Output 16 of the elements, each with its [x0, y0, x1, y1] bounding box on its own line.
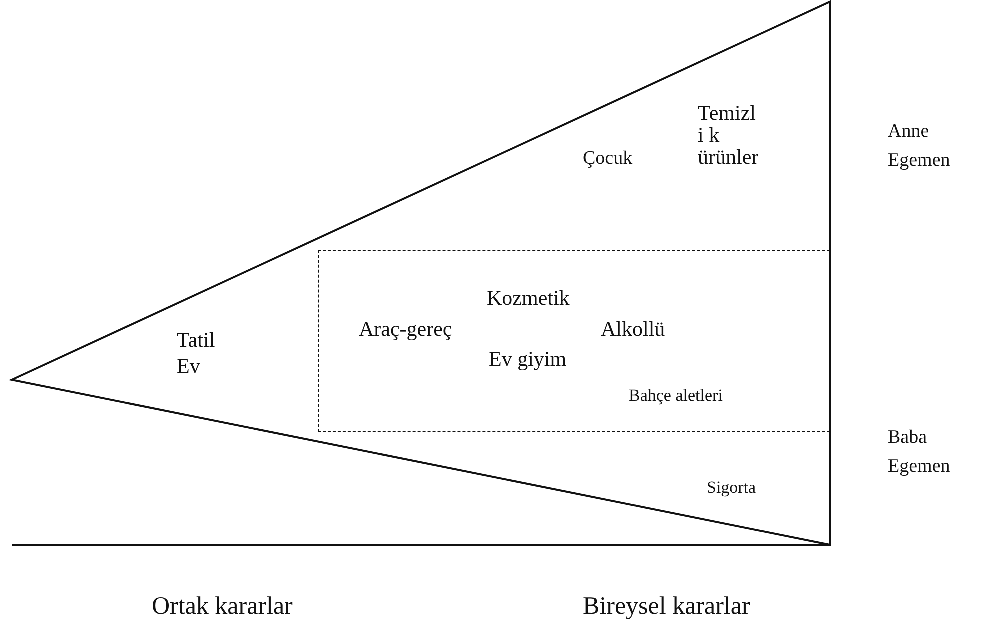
text-label: Ortak kararlar	[152, 592, 293, 622]
text-label: Anne Egemen	[888, 120, 952, 172]
item-label: Ev giyim	[489, 347, 567, 372]
dashed-box	[318, 250, 830, 432]
text-label: Baba Egemen	[888, 426, 952, 478]
text-label: Sigorta	[707, 478, 756, 498]
triangle-shape	[8, 0, 831, 546]
text-label: Bireysel kararlar	[583, 592, 750, 622]
text-label: Çocuk	[583, 148, 633, 171]
item-label: Alkollü	[601, 317, 666, 342]
text-label: Ev	[177, 354, 200, 380]
text-label: Temizl i k ürünler	[698, 102, 760, 168]
text-label: Tatil	[177, 328, 216, 354]
item-label: Bahçe aletleri	[629, 386, 723, 406]
item-label: Kozmetik	[487, 286, 570, 312]
item-label: Araç-gereç	[359, 317, 452, 342]
